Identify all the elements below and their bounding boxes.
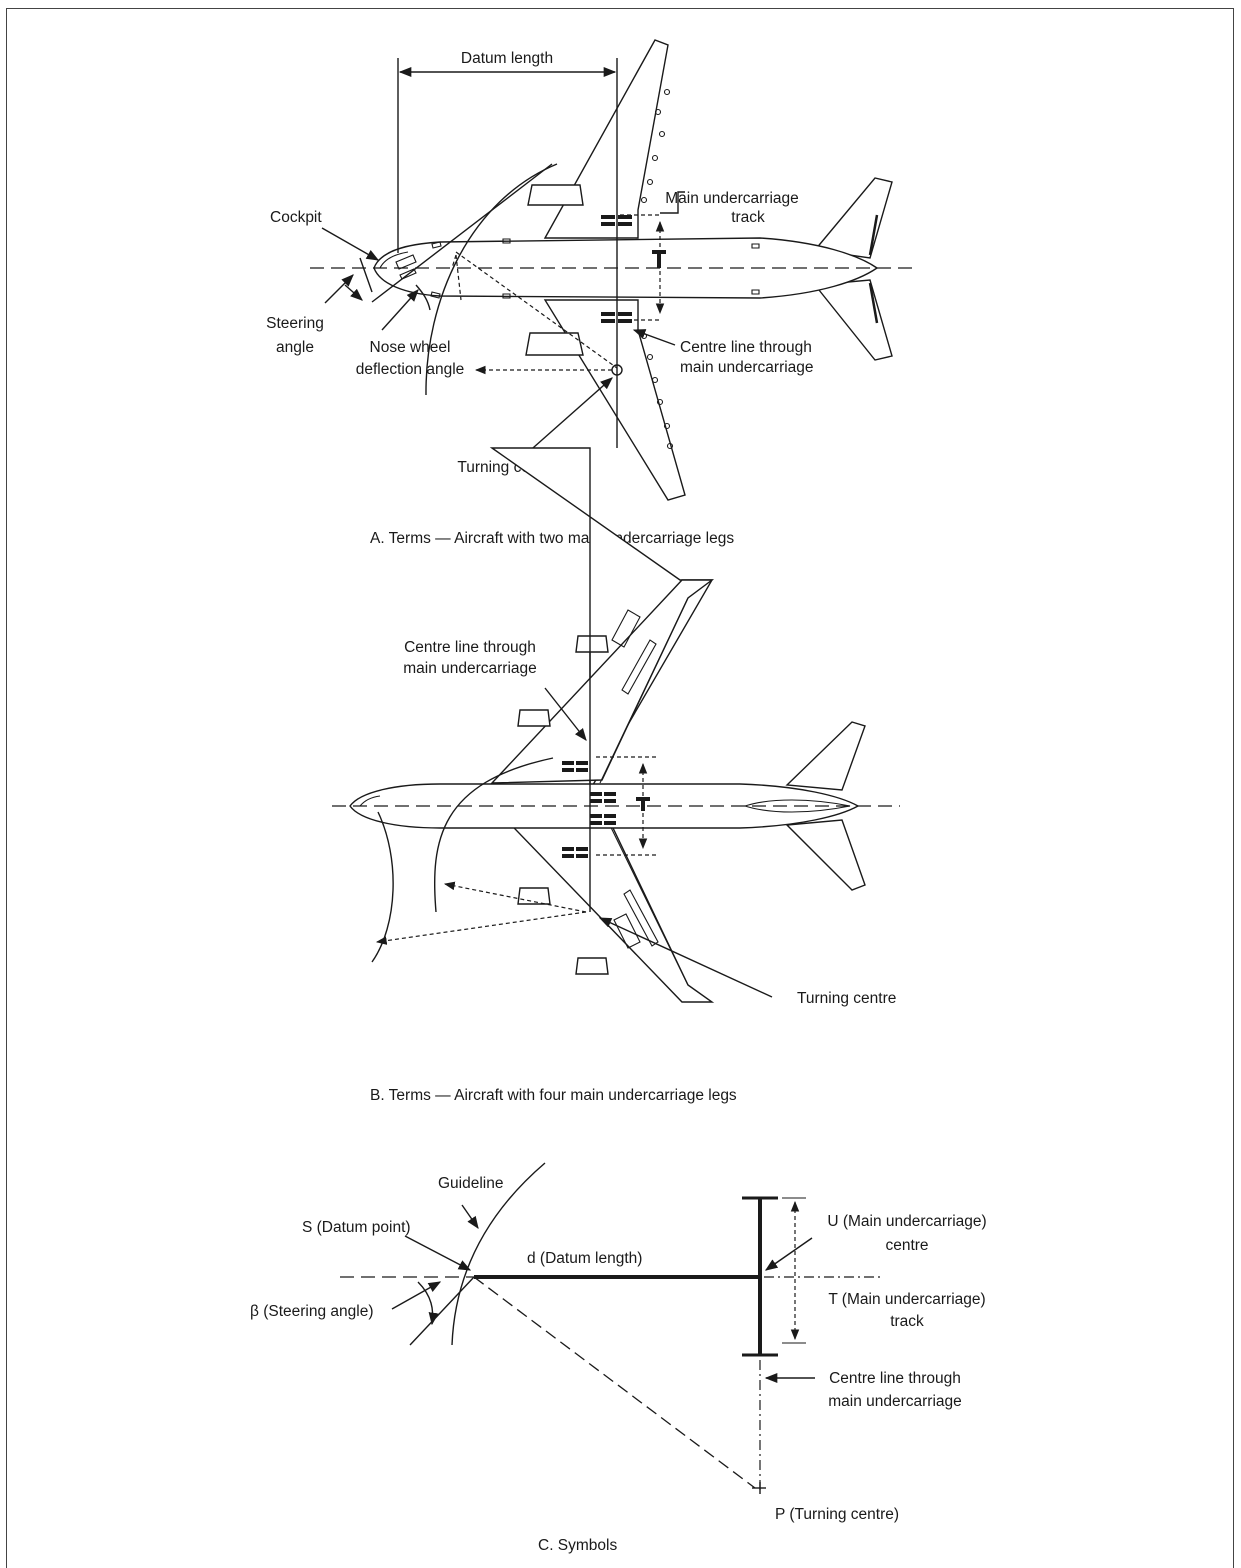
caption-a: A. Terms — Aircraft with two main underc… — [370, 530, 734, 547]
label-datum-point: S (Datum point) — [302, 1219, 411, 1236]
aircraft-b-wings — [489, 447, 714, 793]
aircraft-a-wings — [525, 39, 686, 501]
label-steering-1: Steering — [266, 315, 324, 332]
aircraft-b-wings-real — [490, 579, 715, 1003]
label-centre-2-b: main undercarriage — [403, 660, 537, 677]
panel-a: Datum length Main undercarriage track Co… — [266, 39, 915, 547]
label-d-datum-length: d (Datum length) — [527, 1250, 642, 1267]
guideline-a — [425, 163, 558, 396]
caption-b: B. Terms — Aircraft with four main under… — [370, 1087, 737, 1104]
label-u-1: U (Main undercarriage) — [827, 1213, 986, 1230]
label-turning-b: Turning centre — [797, 990, 896, 1007]
label-nose-2: deflection angle — [356, 361, 465, 378]
guideline-b-outer — [371, 811, 394, 963]
label-centre-2-a: main undercarriage — [680, 359, 814, 376]
label-main-track-1: Main undercarriage — [665, 190, 799, 207]
label-t-2: track — [890, 1313, 924, 1330]
guideline-b-inner — [433, 757, 554, 913]
panel-c: Guideline S (Datum point) d (Datum lengt… — [250, 1162, 987, 1554]
label-centre-1-c: Centre line through — [829, 1370, 961, 1387]
label-centre-1-a: Centre line through — [680, 339, 812, 356]
figure-frame — [6, 8, 1234, 1568]
label-centre-2-c: main undercarriage — [828, 1393, 962, 1410]
label-t-1: T (Main undercarriage) — [828, 1291, 985, 1308]
label-guideline: Guideline — [438, 1175, 504, 1192]
guideline-c — [451, 1162, 546, 1346]
label-u-2: centre — [885, 1237, 928, 1254]
label-centre-1-b: Centre line through — [404, 639, 536, 656]
label-cockpit: Cockpit — [270, 209, 322, 226]
label-nose-1: Nose wheel — [370, 339, 451, 356]
caption-c: C. Symbols — [538, 1537, 617, 1554]
label-steering-2: angle — [276, 339, 314, 356]
label-datum-length: Datum length — [461, 50, 553, 67]
aircraft-b-tail — [785, 721, 866, 891]
label-main-track-2: track — [731, 209, 765, 226]
panel-b: Centre line through main undercarriage T… — [332, 447, 900, 1104]
label-steering-c: β (Steering angle) — [250, 1303, 374, 1320]
label-turning-c: P (Turning centre) — [775, 1506, 899, 1523]
